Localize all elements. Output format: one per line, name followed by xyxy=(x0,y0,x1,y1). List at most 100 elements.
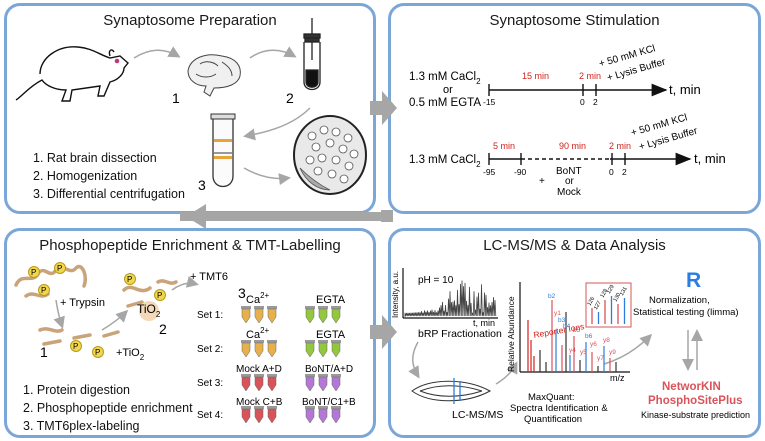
prep-step-number: 3 xyxy=(198,177,206,193)
ion-label: b3 xyxy=(558,317,566,324)
ion-label: b2 xyxy=(548,293,556,300)
tmt-tube xyxy=(267,406,277,424)
prep-step: 3. Differential centrifugation xyxy=(33,187,185,201)
tmt-tube xyxy=(241,340,251,358)
set-label: Set 1: xyxy=(197,310,223,321)
normalization-label: Normalization, xyxy=(649,295,710,306)
flow-arrow-stim-to-enrich xyxy=(180,204,393,229)
prep-step-number: 1 xyxy=(172,90,180,106)
phosphate-label: P xyxy=(73,342,78,351)
set-label: Set 3: xyxy=(197,378,223,389)
ph-label: pH = 10 xyxy=(418,275,454,286)
reporter-peak-label: 130 xyxy=(613,292,623,303)
tmt-tube xyxy=(254,406,264,424)
phosphate-label: P xyxy=(57,264,62,273)
tio2-label: TiO2 xyxy=(137,302,161,319)
networkin-label: NetworKIN xyxy=(662,381,721,393)
reporter-peak-label: 128 xyxy=(600,288,610,299)
maxquant-label: Quantification xyxy=(524,414,582,425)
tmt-tube xyxy=(318,340,328,358)
interval-label: 90 min xyxy=(559,141,586,151)
panel-synaptosome-stimulation: Synaptosome Stimulation xyxy=(388,3,761,214)
prep-step: 1. Rat brain dissection xyxy=(33,151,157,165)
enrich-steps-list: 1. Protein digestion 2. Phosphopeptide e… xyxy=(23,381,193,435)
interval-label: 2 min xyxy=(579,71,601,81)
ion-label: b4 xyxy=(563,323,571,330)
column-header-mock-cb: Mock C+B xyxy=(236,397,283,408)
trypsin-label: + Trypsin xyxy=(60,297,105,309)
treatment-label: Mock xyxy=(557,187,582,198)
lc-column-illustration xyxy=(411,378,492,404)
condition-cacl2: 1.3 mM CaCl2 xyxy=(409,154,481,169)
tmt-tube xyxy=(305,406,315,424)
tick-label: -95 xyxy=(483,167,496,177)
ion-label: y9 xyxy=(609,349,616,356)
tick-label: 0 xyxy=(580,97,585,107)
chrom-caption: bRP Fractionation xyxy=(418,328,502,340)
r-logo: R xyxy=(686,269,701,292)
column-header-mock-ad: Mock A+D xyxy=(236,364,282,375)
tmt-tube xyxy=(254,340,264,358)
column-header-egta: EGTA xyxy=(316,294,346,306)
ion-label: y5 xyxy=(580,349,587,356)
tmt-tube xyxy=(318,374,328,392)
panel-title: Synaptosome Stimulation xyxy=(489,12,660,29)
add-tio2-label: +TiO2 xyxy=(116,347,145,362)
centrifuge-tube-illustration xyxy=(210,113,236,188)
instrument-label: LC-MS/MS xyxy=(452,409,503,421)
set-label: Set 4: xyxy=(197,410,223,421)
prep-step-number: 2 xyxy=(286,90,294,106)
tmt-tube xyxy=(318,406,328,424)
treatment-label: BoNT xyxy=(556,166,582,177)
tmt-tube xyxy=(318,306,328,324)
kinase-prediction-label: Kinase-substrate prediction xyxy=(641,410,750,420)
stim-timeline-row1: 1.3 mM CaCl2 or 0.5 mM EGTA 15 min 2 min… xyxy=(409,43,701,109)
ion-label: y8 xyxy=(603,337,610,344)
column-header-ca: Ca2+ xyxy=(246,326,270,341)
ion-label: y1 xyxy=(554,310,561,317)
column-header-ca: Ca2+ xyxy=(246,291,270,306)
tmt-tube xyxy=(305,340,315,358)
phosphate-label: P xyxy=(157,291,162,300)
enrich-step: 3. TMT6plex-labeling xyxy=(23,419,140,433)
panel-title: Synaptosome Preparation xyxy=(103,12,277,29)
ion-label: b5 xyxy=(573,327,581,334)
tmt-tube-grid xyxy=(241,306,341,424)
column-header-egta: EGTA xyxy=(316,329,346,341)
spec-ylabel: Relative Abundance xyxy=(506,296,516,372)
ion-label: y6 xyxy=(590,341,597,348)
phosphate-label: P xyxy=(31,268,36,277)
enrich-step-number: 3 xyxy=(238,285,246,301)
treatment-label: + xyxy=(539,176,545,187)
bidirectional-arrows xyxy=(682,329,703,371)
treatment-label: or xyxy=(565,176,575,187)
spec-xlabel: m/z xyxy=(610,373,625,383)
tmt-tube xyxy=(267,374,277,392)
flow-arrow-prep-to-stim xyxy=(370,91,397,125)
enrich-step: 2. Phosphopeptide enrichment xyxy=(23,401,193,415)
interval-label: 2 min xyxy=(609,141,631,151)
ion-label: y7 xyxy=(597,355,604,362)
brain-illustration xyxy=(187,54,241,97)
phosphate-label: P xyxy=(95,348,100,357)
interval-label: 5 min xyxy=(493,141,515,151)
tmt-tube xyxy=(267,306,277,324)
reporter-peak-label: 131 xyxy=(619,286,629,297)
enrich-step-number: 1 xyxy=(40,344,48,360)
tick-label: 0 xyxy=(609,167,614,177)
tmt-tube xyxy=(254,374,264,392)
enrich-step: 1. Protein digestion xyxy=(23,383,131,397)
phosphate-label: P xyxy=(127,275,132,284)
reporter-peak-label: 127 xyxy=(593,300,603,311)
tio2-bead xyxy=(139,301,159,321)
condition-cacl2: 1.3 mM CaCl2 xyxy=(409,71,481,86)
column-header-bont-ad: BoNT/A+D xyxy=(305,364,353,375)
prep-flow-arrows xyxy=(133,46,311,186)
panel-title: Phosphopeptide Enrichment & TMT-Labellin… xyxy=(39,237,341,254)
tmt-tube xyxy=(331,306,341,324)
axis-label: t, min xyxy=(669,82,701,97)
enrich-step-number: 2 xyxy=(159,321,167,337)
chrom-xlabel: t, min xyxy=(473,318,495,328)
axis-label: t, min xyxy=(694,151,726,166)
